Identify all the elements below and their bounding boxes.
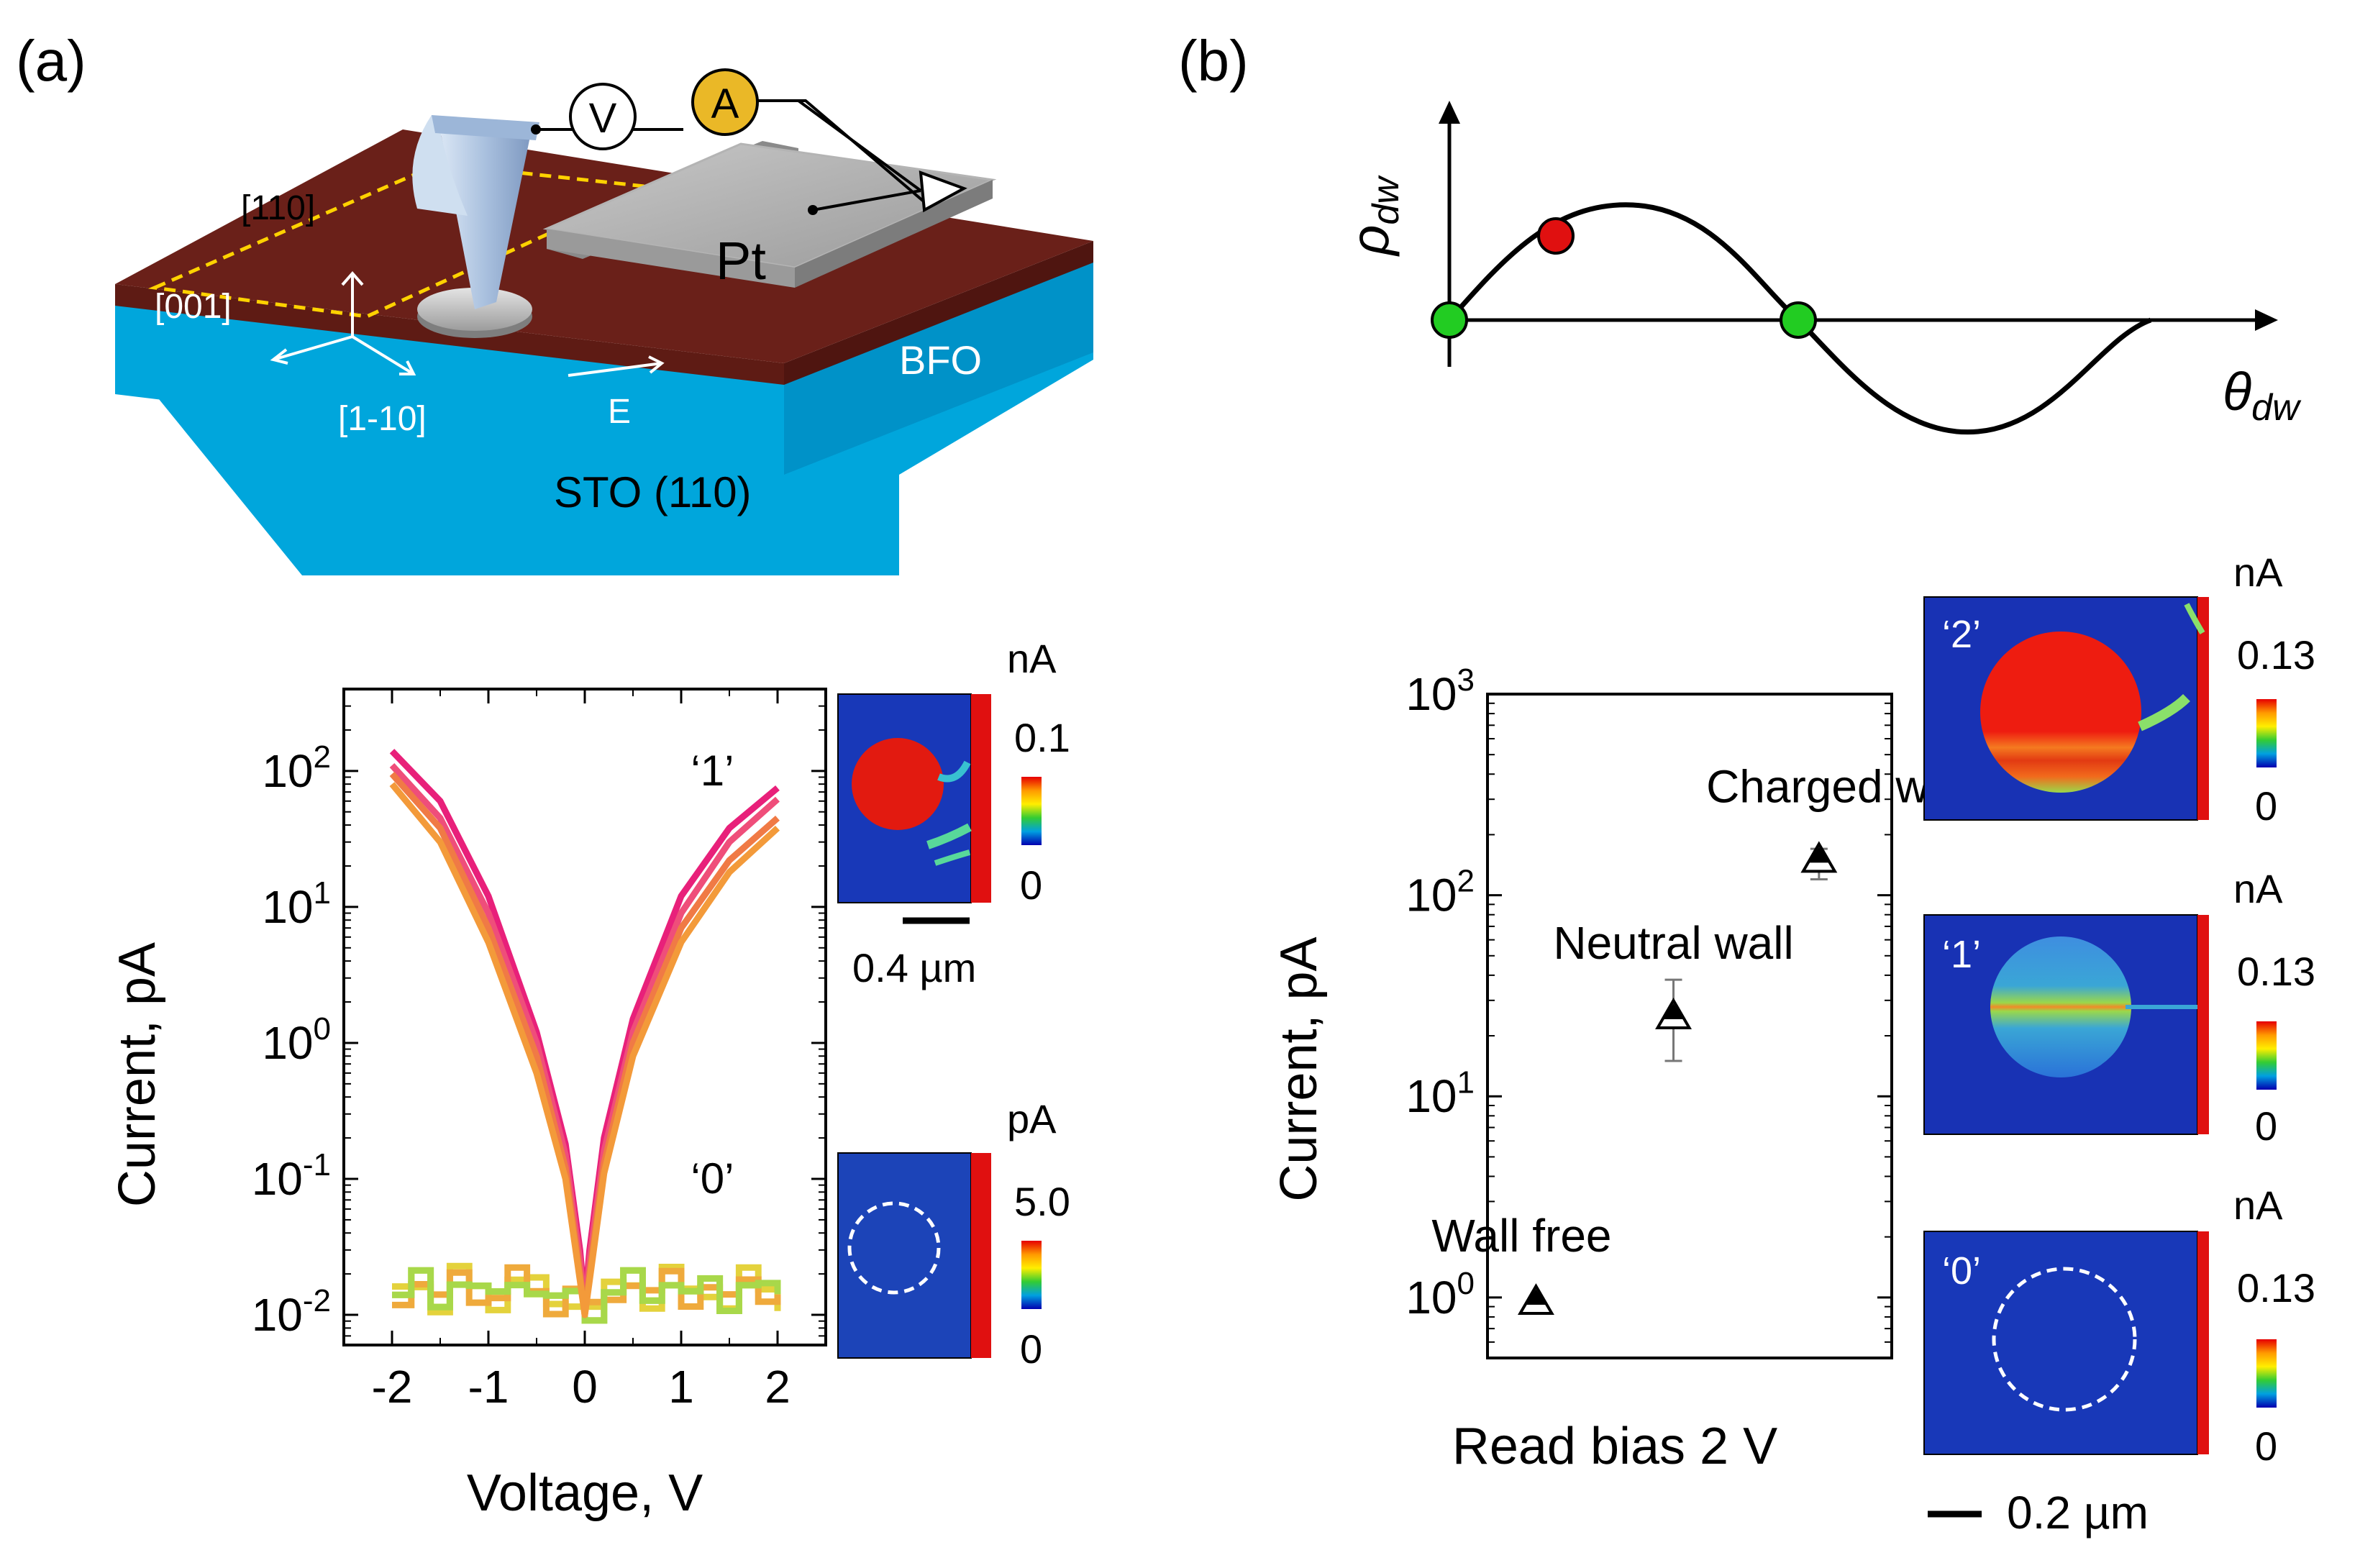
x-tick-label: 1 xyxy=(668,1361,694,1413)
data-point-fill xyxy=(1526,1289,1546,1305)
iv-chart: 10-2 10-1 100 101 102 -2 -1 0 1 2 ‘1’ ‘0’ Voltage, V… xyxy=(109,688,827,1522)
colorbar-off-unit: pA xyxy=(1007,1096,1057,1141)
voltmeter-icon xyxy=(569,83,637,150)
inset-on-state: nA 0.1 0 0.4 µm xyxy=(837,636,1070,990)
cafm-map-off xyxy=(837,1152,972,1359)
panel-a-label: (a) xyxy=(16,29,86,93)
colorbar-on-max: 0.1 xyxy=(1014,715,1070,760)
y-tick-label: 101 xyxy=(1405,1065,1475,1122)
map0-max: 0.13 xyxy=(2237,1265,2315,1311)
field-arrow-icon xyxy=(568,355,665,377)
ammeter-label: A xyxy=(711,81,739,127)
map1-min: 0 xyxy=(2255,1103,2277,1149)
point-label: Neutral wall xyxy=(1553,917,1793,969)
x-axis-title: Read bias 2 V xyxy=(1452,1418,1777,1475)
bfo-side-edge xyxy=(784,241,1093,385)
y-tick-label: 102 xyxy=(262,739,331,797)
x-axis-title: Voltage, V xyxy=(467,1464,703,1522)
colorbar-1 xyxy=(2256,1021,2277,1090)
charged-wall-domain xyxy=(1980,632,2141,793)
y-tick-label: 100 xyxy=(262,1011,331,1069)
off-state-series xyxy=(392,1267,781,1324)
wall-conductivity-sketch: ρdw θdw xyxy=(1340,101,2302,435)
y-tick-label: 101 xyxy=(262,875,331,933)
map-state-2: ‘2’ nA 0.13 0 xyxy=(1923,550,2315,829)
map-state-0: ‘0’ nA 0.13 0 xyxy=(1923,1182,2315,1469)
axis-110-label: [110] xyxy=(241,189,315,227)
plot-frame xyxy=(1486,693,1893,1359)
ground-arrow-icon xyxy=(919,170,967,213)
colorbar-on xyxy=(1021,777,1042,845)
substrate-label: STO (110) xyxy=(554,468,752,516)
map2-tag: ‘2’ xyxy=(1942,613,1981,656)
y-axis-title: Current, pA xyxy=(109,942,166,1207)
sketch-ylabel: ρdw xyxy=(1340,175,1407,257)
map1-max: 0.13 xyxy=(2237,949,2315,994)
colorbar-off-max: 5.0 xyxy=(1014,1179,1070,1224)
inset-off-state: pA 5.0 0 xyxy=(837,1096,1070,1372)
colorbar-0 xyxy=(2256,1339,2277,1408)
point-wall-free xyxy=(1431,301,1468,339)
scalebar-b-label: 0.2 µm xyxy=(2007,1487,2149,1539)
axis-1m10-label: [1-10] xyxy=(338,400,427,438)
x-tick-label: 2 xyxy=(765,1361,791,1413)
map2-unit: nA xyxy=(2233,550,2283,595)
crystal-axes-icon xyxy=(270,270,416,375)
colorbar-off-min: 0 xyxy=(1020,1326,1042,1372)
film-label: BFO xyxy=(899,337,982,383)
colorbar-on-min: 0 xyxy=(1020,862,1042,908)
y-tick-label: 100 xyxy=(1405,1266,1475,1323)
colorbar-on-unit: nA xyxy=(1007,636,1057,681)
point-label: Wall free xyxy=(1431,1210,1611,1262)
map0-unit: nA xyxy=(2233,1182,2283,1228)
on-state-series xyxy=(389,782,780,1318)
curve-annotation: ‘1’ xyxy=(691,747,734,795)
x-tick-label: 0 xyxy=(572,1361,598,1413)
map2-max: 0.13 xyxy=(2237,632,2315,678)
map1-unit: nA xyxy=(2233,866,2283,911)
x-tick-label: -1 xyxy=(468,1361,509,1413)
y-tick-label: 102 xyxy=(1405,864,1475,921)
y-tick-label: 10-2 xyxy=(252,1283,331,1341)
map0-tag: ‘0’ xyxy=(1942,1249,1981,1293)
point-charged xyxy=(1537,217,1575,255)
axis-001-label: [001] xyxy=(155,288,232,326)
sketch-xlabel: θdw xyxy=(2223,362,2302,429)
scalebar-a-label: 0.4 µm xyxy=(852,945,976,990)
field-label: E xyxy=(608,393,631,431)
device-schematic: V A Pt BFO STO (110) [110] [001] [1-10] … xyxy=(115,68,1093,575)
wall-free-outline xyxy=(1992,1267,2137,1412)
map2-min: 0 xyxy=(2255,783,2277,829)
y-tick-label: 10-1 xyxy=(252,1147,331,1205)
map1-tag: ‘1’ xyxy=(1942,933,1981,976)
point-neutral xyxy=(1780,301,1817,339)
y-axis-title: Current, pA xyxy=(1270,936,1328,1201)
y-tick-label: 103 xyxy=(1405,662,1475,720)
data-point-fill xyxy=(1808,847,1829,863)
written-region-outline xyxy=(147,162,658,319)
colorbar-2 xyxy=(2256,699,2277,767)
map0-min: 0 xyxy=(2255,1423,2277,1469)
sto-side-face xyxy=(784,259,1093,475)
voltmeter-label: V xyxy=(589,95,617,142)
sto-front-face xyxy=(115,302,784,475)
switched-domain xyxy=(852,738,944,830)
curve-annotation: ‘0’ xyxy=(691,1154,734,1203)
afm-tip xyxy=(439,122,532,309)
neutral-wall-domain xyxy=(1990,936,2131,1077)
electrode-label: Pt xyxy=(716,231,766,291)
erased-domain-outline xyxy=(847,1201,941,1295)
colorbar-off xyxy=(1021,1241,1042,1309)
data-point-fill xyxy=(1663,1003,1684,1019)
x-tick-label: -2 xyxy=(372,1361,413,1413)
map-state-1: ‘1’ nA 0.13 0 xyxy=(1923,866,2315,1149)
panel-b-label: (b) xyxy=(1178,29,1249,93)
